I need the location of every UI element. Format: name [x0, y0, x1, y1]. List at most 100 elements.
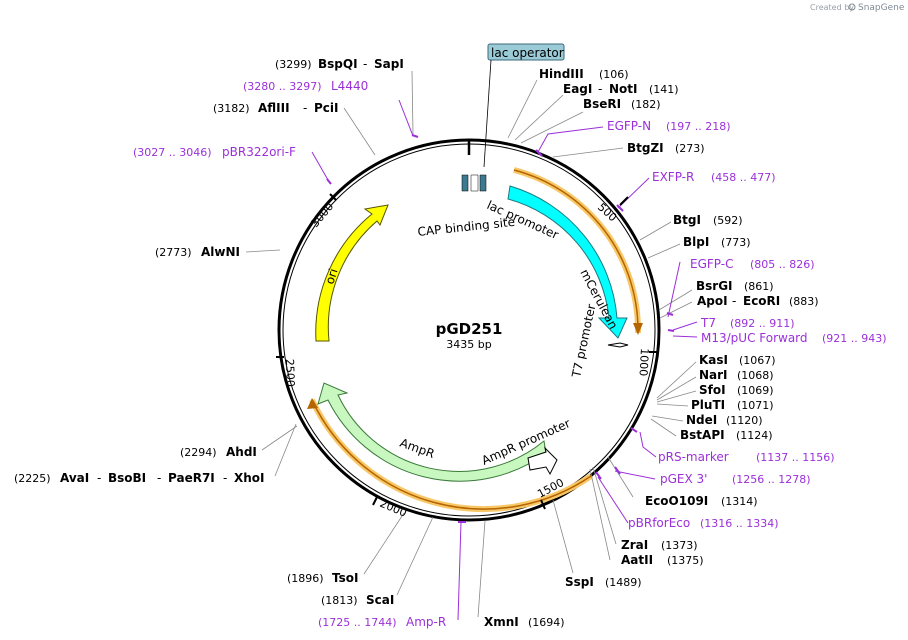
primer-label-exfp-r[interactable]: (458 .. 477)EXFP-R — [652, 170, 776, 184]
enzyme-label-blpi[interactable]: BlpI(773) — [683, 235, 751, 249]
enzyme-name: AflIII — [258, 101, 290, 115]
feature-ampr-promoter[interactable] — [527, 446, 558, 476]
primer-name: EGFP-N — [607, 119, 651, 133]
enzyme-label-btgzi[interactable]: BtgZI(273) — [627, 141, 705, 155]
enzyme-position: (1069) — [737, 384, 774, 397]
enzyme-name: BspQI — [318, 57, 358, 71]
enzyme-label-afliii-pcii[interactable]: (3182)AflIII-PciI — [213, 101, 339, 115]
lac-operator-box[interactable]: lac operator — [483, 43, 565, 168]
primer-label-egfp-c[interactable]: (805 .. 826) EGFP-C — [690, 257, 815, 271]
enzyme-name: SspI — [565, 575, 594, 589]
enzyme-position: (273) — [675, 142, 705, 155]
enzyme-label-bstapi[interactable]: BstAPI(1124) — [680, 428, 773, 442]
enzyme-label-ecoo109i[interactable]: EcoO109I(1314) — [645, 494, 758, 508]
enzyme-position: (592) — [713, 214, 743, 227]
primer-range: (1137 .. 1156) — [756, 451, 835, 464]
enzyme-label-tsoi[interactable]: (1896) TsoI — [287, 571, 358, 585]
lac-operator-label: lac operator — [491, 46, 564, 60]
enzyme-label-ahdi[interactable]: (2294)AhdI — [180, 445, 257, 459]
feature-lac-operator-shape[interactable] — [461, 174, 487, 192]
enzyme-label-btgi[interactable]: BtgI(592) — [673, 213, 743, 227]
feature-label-t7-promoter: T7 promoter — [569, 303, 598, 380]
primer-name: EGFP-C — [690, 257, 733, 271]
primer-name: M13/pUC Forward — [701, 331, 808, 345]
ruler-label-2500: 2500 — [283, 359, 297, 387]
primer-range: (3280 .. 3297) — [243, 80, 322, 93]
enzyme-label-zrai[interactable]: ZraI (1373) — [621, 538, 698, 552]
enzyme-label-eagi-noti[interactable]: EagI-NotI(141) — [563, 82, 679, 96]
enzyme-label-kasi[interactable]: KasI (1067) — [699, 353, 776, 367]
enzyme-label-hindiii[interactable]: HindIII(106) — [539, 67, 629, 81]
feature-label-ori: ori — [323, 267, 341, 286]
enzyme-position: (182) — [631, 98, 661, 111]
primer-name: T7 — [700, 316, 716, 330]
enzyme-label-bseri[interactable]: BseRI(182) — [583, 97, 661, 111]
enzyme-separator: - — [97, 471, 101, 485]
enzyme-position: (1067) — [739, 354, 776, 367]
lac-operator-block[interactable] — [461, 174, 469, 192]
enzyme-name: ZraI — [621, 538, 648, 552]
enzyme-name: BlpI — [683, 235, 709, 249]
primer-label-pgex-3[interactable]: (1256 .. 1278)pGEX 3' — [660, 472, 811, 486]
primer-range: (1725 .. 1744) — [318, 616, 397, 629]
enzyme-name: AatII — [621, 553, 653, 567]
enzyme-label-bsrgi[interactable]: BsrGI(861) — [696, 279, 774, 293]
feature-label-ampr: AmpR — [398, 436, 436, 461]
plasmid-size: 3435 bp — [446, 338, 491, 351]
primer-range: (921 .. 943) — [822, 332, 887, 345]
primer-name: pGEX 3' — [660, 472, 707, 486]
enzyme-label-avai-group[interactable]: (2225)AvaI-BsoBI-PaeR7I-XhoI — [14, 471, 265, 485]
enzyme-label-pluti[interactable]: PluTI(1071) — [691, 398, 774, 412]
primer-label-egfp-n[interactable]: (197 .. 218) EGFP-N — [607, 119, 731, 133]
enzyme-label-apoi-ecori[interactable]: ApoI-EcoRI(883) — [697, 294, 819, 308]
enzyme-position: (1896) — [287, 572, 324, 585]
feature-mcerulean[interactable] — [507, 185, 628, 339]
enzyme-name: BsrGI — [696, 279, 733, 293]
feature-ori[interactable] — [315, 204, 389, 342]
primer-name: pRS-marker — [658, 450, 729, 464]
primer-labels: (3280 .. 3297) L4440 (3027 .. 3046)pBR322o… — [133, 79, 887, 629]
primer-range: (197 .. 218) — [666, 120, 731, 133]
enzyme-label-scai[interactable]: (1813)ScaI — [321, 593, 394, 607]
enzyme-position: (1694) — [528, 616, 565, 629]
feature-t7-promoter[interactable] — [607, 342, 629, 348]
primer-label-pbrforeco[interactable]: (1316 .. 1334) pBRforEco — [628, 516, 779, 530]
enzyme-name: EcoRI — [743, 294, 780, 308]
primer-name: pBR322ori-F — [222, 145, 296, 159]
enzyme-label-ndei[interactable]: NdeI(1120) — [686, 413, 763, 427]
enzyme-label-xmni[interactable]: XmnI(1694) — [484, 615, 565, 629]
enzyme-name: TsoI — [332, 571, 358, 585]
primer-label-m13-puc-forward[interactable]: (921 .. 943) M13/pUC Forward — [701, 331, 887, 345]
enzyme-separator: - — [732, 294, 736, 308]
snapgene-logo-icon — [848, 3, 856, 11]
primer-label-amp-r[interactable]: (1725 .. 1744)Amp-R — [318, 615, 446, 629]
enzyme-label-sspi[interactable]: SspI(1489) — [565, 575, 642, 589]
primer-label-t7[interactable]: (892 .. 911)T7 — [700, 316, 795, 330]
enzyme-label-bspqi-sapi[interactable]: (3299)BspQI-SapI — [275, 57, 404, 71]
feature-ampr[interactable] — [317, 382, 547, 482]
enzyme-label-sfoi[interactable]: SfoI (1069) — [699, 383, 774, 397]
cap-binding-block[interactable] — [479, 174, 487, 192]
enzyme-label-alwni[interactable]: (2773)AlwNI — [155, 245, 240, 259]
enzyme-position: (106) — [599, 68, 629, 81]
primer-name: pBRforEco — [628, 516, 690, 530]
enzyme-position: (1373) — [661, 539, 698, 552]
lac-promoter-shape[interactable] — [470, 174, 479, 192]
enzyme-separator: - — [363, 57, 367, 71]
feature-label-cap-binding-site: CAP binding site — [417, 215, 516, 239]
enzyme-label-aatii[interactable]: AatII(1375) — [621, 553, 704, 567]
lac-operator-leader — [483, 59, 492, 168]
enzyme-name: KasI — [699, 353, 728, 367]
primer-label-prs-marker[interactable]: (1137 .. 1156) pRS-marker — [658, 450, 835, 464]
primer-range: (805 .. 826) — [750, 258, 815, 271]
primer-name: L4440 — [331, 79, 368, 93]
enzyme-name: SfoI — [699, 383, 726, 397]
enzyme-name: PluTI — [691, 398, 725, 412]
enzyme-name: NotI — [609, 82, 638, 96]
primer-label-l4440[interactable]: (3280 .. 3297) L4440 — [243, 79, 368, 93]
primer-range: (1316 .. 1334) — [700, 517, 779, 530]
primer-leader-lines — [311, 99, 698, 621]
enzyme-label-nari[interactable]: NarI(1068) — [699, 368, 774, 382]
primer-label-pbr322ori-f[interactable]: (3027 .. 3046)pBR322ori-F — [133, 145, 296, 159]
